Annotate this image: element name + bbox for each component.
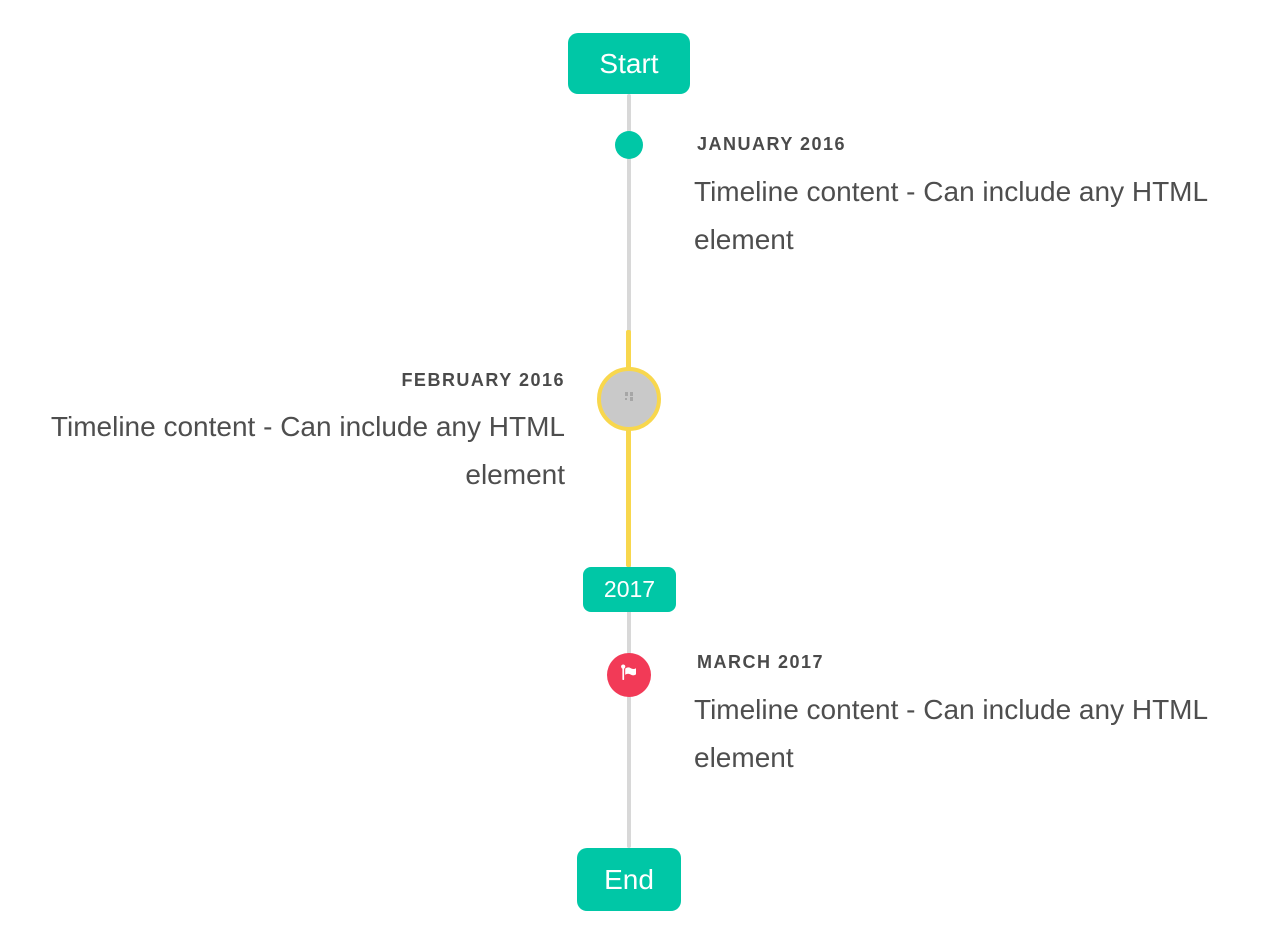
year-badge: 2017 xyxy=(583,567,676,612)
start-badge-label: Start xyxy=(599,47,659,79)
end-badge: End xyxy=(577,848,681,911)
year-badge-label: 2017 xyxy=(603,576,656,602)
event-image-circle-marker xyxy=(597,367,661,431)
event-date-january-2016: JANUARY 2016 xyxy=(697,134,847,154)
event-content-march-2017: Timeline content - Can include any HTML … xyxy=(694,694,1208,773)
event-flag-marker xyxy=(607,653,651,697)
broken-image-icon xyxy=(620,389,638,410)
event-dot-marker xyxy=(615,131,643,159)
event-content-february-2016: Timeline content - Can include any HTML … xyxy=(50,411,565,490)
event-content-january-2016: Timeline content - Can include any HTML … xyxy=(694,176,1208,255)
event-date-march-2017: MARCH 2017 xyxy=(697,652,825,672)
end-badge-label: End xyxy=(604,863,654,895)
event-date-february-2016: FEBRUARY 2016 xyxy=(401,370,565,390)
start-badge: Start xyxy=(568,33,690,94)
flag-icon xyxy=(618,662,640,689)
timeline-highlight-segment xyxy=(626,330,631,567)
